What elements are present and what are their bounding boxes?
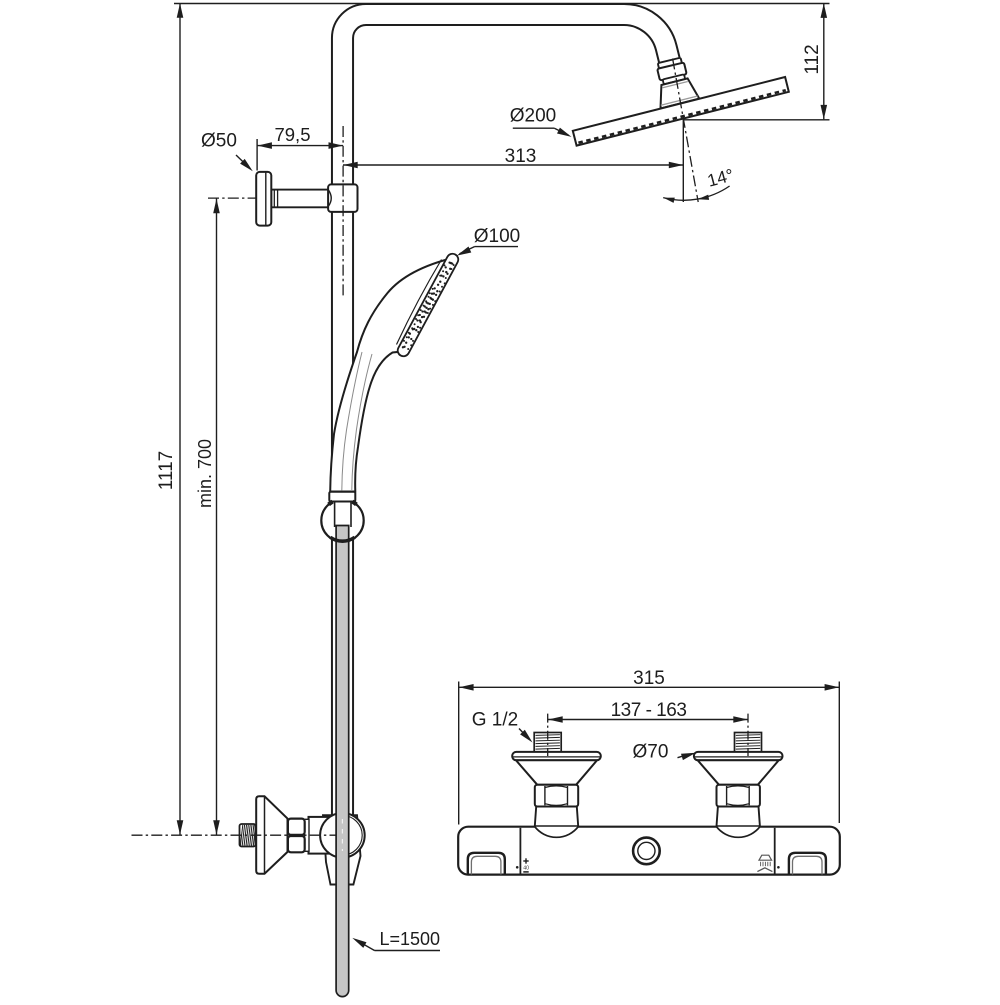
svg-text:1117: 1117	[156, 451, 177, 490]
svg-text:40: 40	[523, 865, 529, 871]
svg-text:min. 700: min. 700	[195, 439, 215, 508]
svg-text:137 - 163: 137 - 163	[611, 700, 687, 721]
svg-text:Ø100: Ø100	[474, 226, 520, 247]
svg-text:112: 112	[802, 44, 823, 74]
svg-text:L=1500: L=1500	[380, 929, 441, 949]
svg-text:Ø50: Ø50	[201, 131, 237, 152]
svg-text:79,5: 79,5	[274, 124, 310, 145]
svg-text:G 1/2: G 1/2	[472, 710, 518, 731]
svg-text:Ø70: Ø70	[633, 742, 669, 763]
svg-text:315: 315	[633, 668, 665, 689]
svg-text:Ø200: Ø200	[510, 106, 556, 127]
svg-text:313: 313	[505, 146, 537, 167]
